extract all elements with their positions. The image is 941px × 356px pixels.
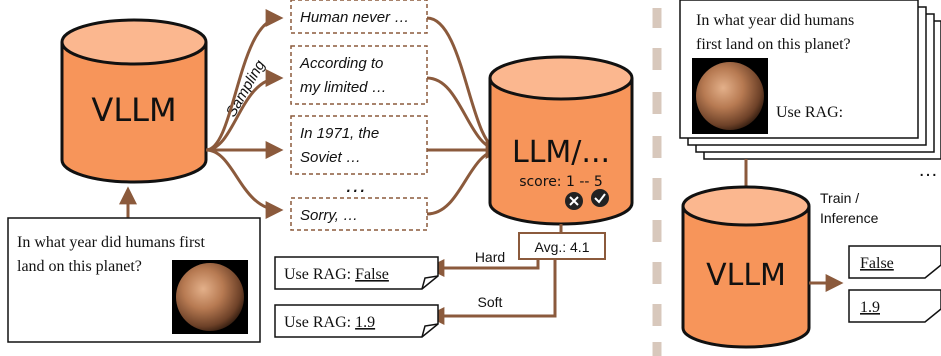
- train-label-line-2: Inference: [820, 210, 879, 226]
- sampling-arrows: [205, 9, 284, 219]
- sample-box-4: Sorry, …: [290, 197, 428, 231]
- score-range-label: score: 1 -- 5: [519, 174, 603, 190]
- sample-box-1: Human never …: [290, 0, 428, 34]
- output-soft-doc: 1.9: [848, 289, 941, 323]
- avg-score-box: Avg.: 4.1: [518, 232, 606, 260]
- vllm-cylinder-left: VLLM: [60, 18, 208, 184]
- use-rag-prompt: Use RAG:: [776, 104, 843, 121]
- vllm-label-left: VLLM: [91, 91, 176, 129]
- sample-2-line-2: my limited …: [300, 79, 387, 96]
- question-card-stack: In what year did humans first land on th…: [679, 0, 941, 160]
- vllm-cylinder-right: VLLM: [681, 185, 811, 349]
- sample-3-line-1: In 1971, the: [300, 125, 379, 142]
- sample-box-2: According to my limited …: [290, 45, 428, 105]
- rag-soft-text: Use RAG: 1.9: [284, 314, 375, 331]
- question-right-line-1: In what year did humans: [696, 12, 854, 29]
- x-circle-icon: [565, 192, 583, 210]
- vllm-label-right: VLLM: [706, 258, 786, 293]
- output-soft-value: 1.9: [860, 299, 880, 316]
- stack-ellipsis: …: [918, 159, 938, 181]
- sample-3-line-2: Soviet …: [300, 149, 361, 166]
- output-hard-value: False: [860, 255, 894, 272]
- train-label-line-1: Train /: [820, 190, 859, 206]
- question-left-line-2: land on this planet?: [17, 258, 142, 275]
- avg-score-label: Avg.: 4.1: [534, 239, 589, 255]
- rag-hard-label-doc: Use RAG: False: [274, 256, 439, 290]
- hard-soft-connectors: [426, 259, 557, 325]
- sample-4-line-1: Sorry, …: [300, 207, 358, 224]
- question-left-line-1: In what year did humans first: [17, 234, 206, 251]
- sample-2-line-1: According to: [299, 55, 383, 72]
- check-circle-icon: [591, 189, 609, 207]
- llm-judge-cylinder: LLM/... score: 1 -- 5: [488, 55, 634, 226]
- question-box-left: In what year did humans first land on th…: [7, 217, 261, 343]
- planet-image-left: [176, 263, 244, 331]
- sample-1-line-1: Human never …: [300, 9, 409, 26]
- hard-label: Hard: [475, 249, 505, 265]
- sample-box-3: In 1971, the Soviet …: [290, 115, 428, 175]
- rag-hard-text: Use RAG: False: [284, 266, 389, 283]
- rag-hard-value: False: [355, 266, 389, 283]
- soft-label: Soft: [478, 294, 503, 310]
- llm-judge-label: LLM/...: [512, 135, 610, 170]
- output-hard-doc: False: [848, 245, 941, 279]
- rag-soft-value: 1.9: [355, 314, 375, 331]
- planet-image-right: [696, 62, 764, 130]
- rag-soft-label-doc: Use RAG: 1.9: [274, 304, 439, 338]
- samples-ellipsis: …: [345, 172, 367, 197]
- question-right-line-2: first land on this planet?: [696, 36, 851, 53]
